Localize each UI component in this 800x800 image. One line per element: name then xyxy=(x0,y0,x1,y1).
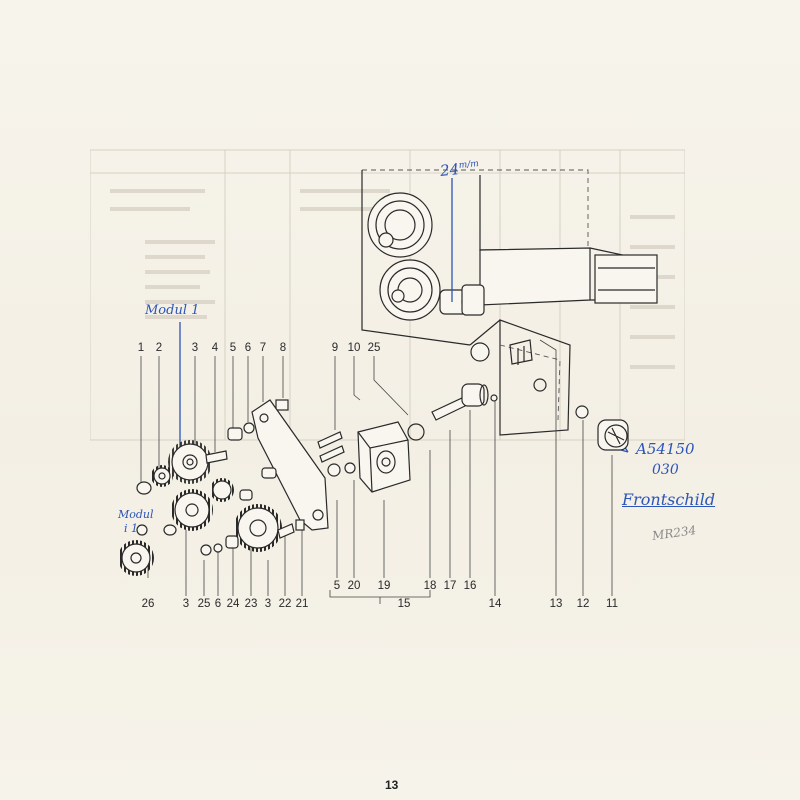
callout-number: 23 xyxy=(244,598,258,610)
callout-number: 24 xyxy=(226,598,240,610)
callout-number: 7 xyxy=(259,342,267,354)
callout-number: 5 xyxy=(333,580,341,592)
callout-number: 22 xyxy=(278,598,292,610)
callout-number: 3 xyxy=(191,342,199,354)
callout-number: 2 xyxy=(155,342,163,354)
handwritten-part-number: A54150 xyxy=(636,440,695,458)
callout-number: 1 xyxy=(137,342,145,354)
callout-number: 6 xyxy=(214,598,222,610)
callout-number: 16 xyxy=(463,580,477,592)
handwritten-modul-left-value: i 1 xyxy=(124,522,139,535)
dimension-value: 24 xyxy=(439,160,461,180)
page-number: 13 xyxy=(385,778,399,792)
callout-number: 25 xyxy=(367,342,381,354)
callout-number: 26 xyxy=(141,598,155,610)
machine-housing xyxy=(361,169,658,436)
callout-number: 17 xyxy=(443,580,457,592)
callout-number: 4 xyxy=(211,342,219,354)
callout-number: 25 xyxy=(197,598,211,610)
gear-train xyxy=(118,383,629,576)
callout-number: 3 xyxy=(264,598,272,610)
callout-number: 9 xyxy=(331,342,339,354)
callout-number: 19 xyxy=(377,580,391,592)
handwritten-modul-left: Modul xyxy=(118,508,154,521)
handwritten-frontschild: Frontschild xyxy=(622,490,716,509)
callout-number: 13 xyxy=(549,598,563,610)
callout-number: 15 xyxy=(397,598,411,610)
callout-number: 3 xyxy=(182,598,190,610)
callout-number: 11 xyxy=(606,598,618,610)
callout-number: 14 xyxy=(488,598,502,610)
callout-number: 12 xyxy=(576,598,590,610)
callout-number: 8 xyxy=(279,342,287,354)
callout-number: 21 xyxy=(295,598,309,610)
callout-number: 18 xyxy=(423,580,437,592)
callout-leaders xyxy=(140,339,613,604)
callout-number: 20 xyxy=(347,580,361,592)
dimension-unit: m/m xyxy=(458,158,480,172)
handwritten-modul-top: Modul 1 xyxy=(145,303,200,318)
callout-number: 10 xyxy=(347,342,361,354)
handwritten-part-number-suffix: 030 xyxy=(652,462,679,478)
callout-number: 5 xyxy=(229,342,237,354)
callout-number: 6 xyxy=(244,342,252,354)
